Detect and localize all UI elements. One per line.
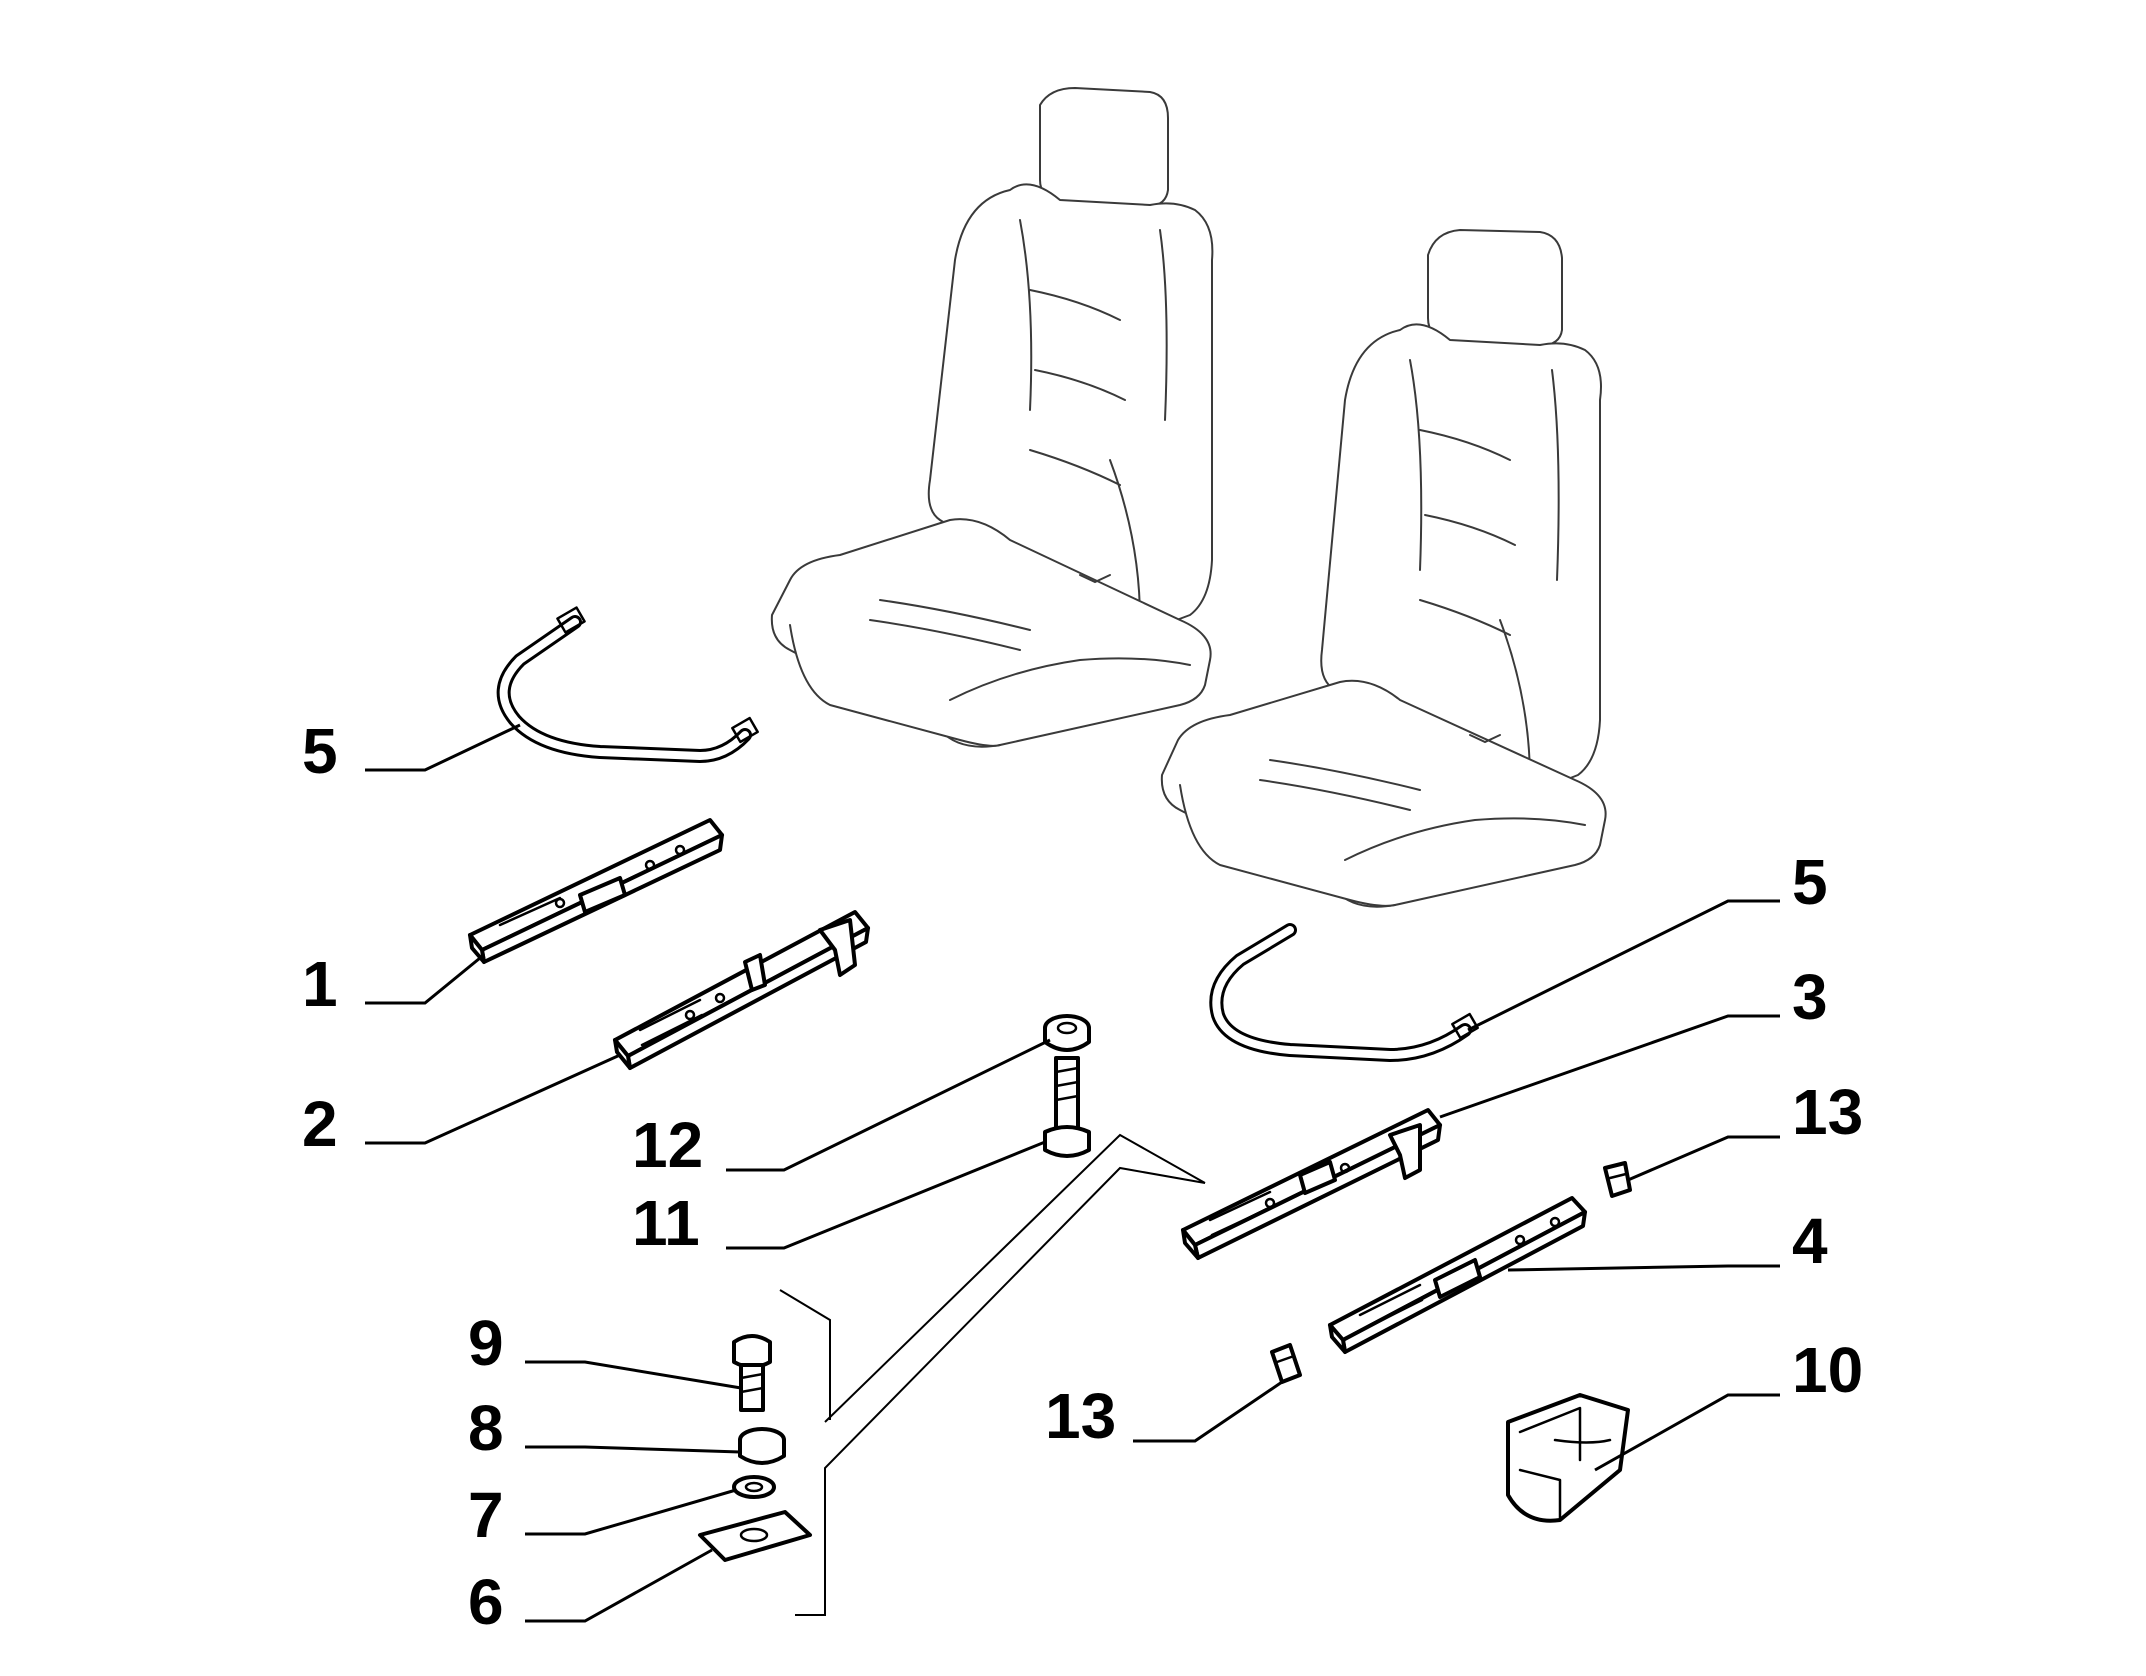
seat-left-illustration (770, 87, 1214, 748)
grouping-lines (779, 1133, 1206, 1616)
part-9-bolt (732, 1334, 772, 1412)
callout-6: 6 (468, 1566, 504, 1638)
part-6-plate (698, 1510, 812, 1562)
part-7-washer (732, 1475, 776, 1499)
seat-right-illustration (1160, 229, 1607, 908)
callout-labels: 5 1 2 5 3 13 4 10 12 11 13 9 8 7 6 (302, 715, 1863, 1638)
callout-5-right: 5 (1792, 846, 1828, 918)
callout-4: 4 (1792, 1205, 1828, 1277)
part-2-seat-rail (613, 910, 870, 1070)
part-13-clip-lower (1270, 1343, 1302, 1384)
part-12-nut (1043, 1014, 1091, 1052)
callout-13-lower: 13 (1045, 1380, 1116, 1452)
callout-13-upper: 13 (1792, 1076, 1863, 1148)
part-11-bolt (1043, 1056, 1091, 1158)
part-10-cover (1506, 1393, 1630, 1523)
callout-12: 12 (632, 1109, 703, 1181)
callout-5-left: 5 (302, 715, 338, 787)
part-13-clip-upper (1603, 1161, 1632, 1198)
leader-lines (365, 723, 1780, 1623)
callout-3: 3 (1792, 961, 1828, 1033)
callout-8: 8 (468, 1392, 504, 1464)
part-3-seat-rail (1181, 1108, 1442, 1260)
part-5-left-bar (496, 606, 759, 763)
callout-7: 7 (468, 1479, 504, 1551)
callout-10: 10 (1792, 1334, 1863, 1406)
part-5-right-bar (1209, 923, 1479, 1062)
part-8-spacer (738, 1427, 786, 1465)
callout-9: 9 (468, 1307, 504, 1379)
callout-11: 11 (632, 1187, 700, 1259)
part-4-seat-rail (1328, 1196, 1587, 1354)
callout-1: 1 (302, 948, 338, 1020)
part-1-seat-rail (468, 818, 724, 964)
callout-2: 2 (302, 1088, 338, 1160)
